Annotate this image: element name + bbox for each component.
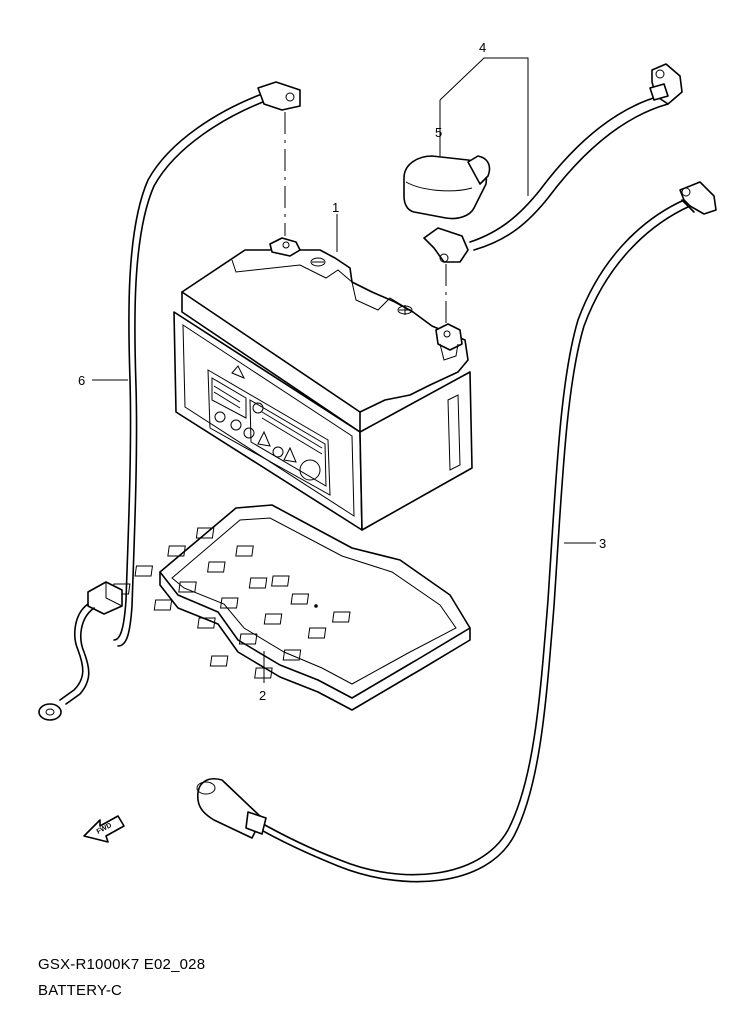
callout-6: 6 <box>78 373 85 388</box>
ground-cable <box>38 81 301 721</box>
battery <box>173 237 473 531</box>
terminal-cover-group <box>403 63 683 263</box>
callout-3: 3 <box>599 536 606 551</box>
leader-lines <box>92 57 596 683</box>
model-code-caption: GSX-R1000K7 E02_028 <box>38 956 206 973</box>
section-caption: BATTERY-C <box>38 982 123 999</box>
callout-2: 2 <box>259 688 266 703</box>
centre-lines <box>284 112 447 326</box>
forward-arrow-icon: FWD <box>83 815 125 843</box>
callout-1: 1 <box>332 200 339 215</box>
battery-tray <box>111 504 471 711</box>
callout-4: 4 <box>479 40 486 55</box>
positive-cable <box>196 181 717 883</box>
callout-5: 5 <box>435 125 442 140</box>
